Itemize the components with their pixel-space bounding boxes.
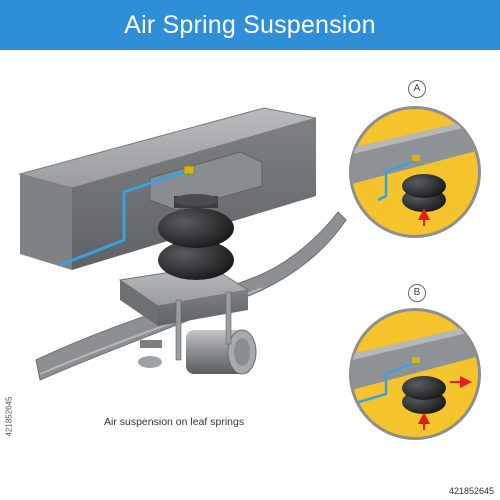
stock-side-id: 421852645 [4,396,14,437]
diagram-caption: Air suspension on leaf springs [104,416,245,428]
air-fitting [183,165,195,175]
callout-a [349,106,481,238]
frame-rail-front [20,174,72,270]
stock-footer: 421852645 [0,484,500,500]
stock-id: 421852645 [448,486,494,496]
air-spring-bellows-lower [158,240,234,280]
air-line-b [351,360,417,406]
callout-b [349,308,481,440]
air-spring-bellows-upper [158,208,234,248]
header-bar [0,0,500,50]
upper-bracket [149,151,263,211]
callout-label-a: A [408,80,426,98]
air-line [59,170,191,267]
main-illustration [18,107,347,381]
air-line-a [377,158,417,202]
page-title: Air Spring Suspension [124,11,376,39]
u-bolt-left [175,299,182,361]
u-bolt-right [225,291,232,345]
callout-label-b: B [408,284,426,302]
